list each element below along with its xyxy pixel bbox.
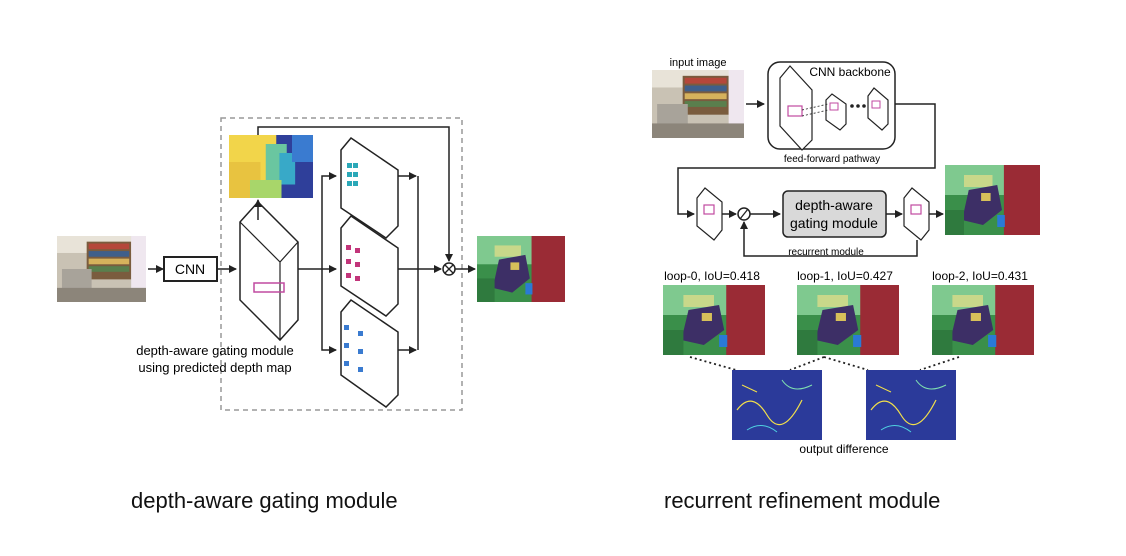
gating-module-box (220, 117, 463, 411)
arrow-branch-top (321, 172, 337, 269)
loop1-segmentation (797, 285, 899, 355)
arrow-depth-multiply (257, 126, 453, 262)
diff-connectors (689, 356, 960, 371)
right-output-segmentation (945, 165, 1040, 235)
recurrent-feature-block-2 (903, 187, 930, 241)
output-difference-label: output difference (799, 442, 889, 456)
cnn-box (163, 256, 218, 282)
arrow-branch-bottom (321, 269, 337, 354)
cnn-backbone-label: CNN backbone (809, 65, 891, 79)
module-text-line2: using predicted depth map (138, 360, 291, 375)
conv-block-top (340, 136, 399, 239)
right-input-image (652, 70, 744, 138)
right-caption: recurrent refinement module (664, 488, 941, 513)
recurrent-feature-block-1 (696, 187, 723, 241)
depth-map (229, 135, 313, 198)
loop2-segmentation (932, 285, 1034, 355)
loop1-label: loop-1, IoU=0.427 (797, 269, 893, 283)
output-segmentation (477, 236, 565, 302)
loop2-label: loop-2, IoU=0.431 (932, 269, 1028, 283)
loop0-label: loop-0, IoU=0.418 (664, 269, 760, 283)
left-caption: depth-aware gating module (131, 488, 398, 513)
input-image (57, 236, 146, 302)
concat-icon (737, 207, 751, 221)
conv-block-bottom (340, 298, 399, 408)
loop0-segmentation (663, 285, 765, 355)
diff-map-2 (866, 370, 956, 440)
feedforward-label: feed-forward pathway (784, 154, 880, 165)
multiply-icon (442, 262, 456, 276)
backbone-layers (779, 65, 889, 151)
diff-map-1 (732, 370, 822, 440)
input-image-label: input image (670, 57, 727, 69)
cnn-label: CNN (175, 261, 205, 277)
feedforward-path (677, 103, 936, 218)
feature-block (239, 200, 299, 342)
conv-block-middle (340, 214, 399, 317)
recurrent-loop-path (740, 221, 918, 257)
gating-line2: gating module (790, 215, 878, 231)
gating-line1: depth-aware (795, 197, 873, 213)
recurrent-module-label: recurrent module (788, 247, 864, 258)
module-text-line1: depth-aware gating module (136, 343, 294, 358)
filter-cube (253, 282, 285, 293)
